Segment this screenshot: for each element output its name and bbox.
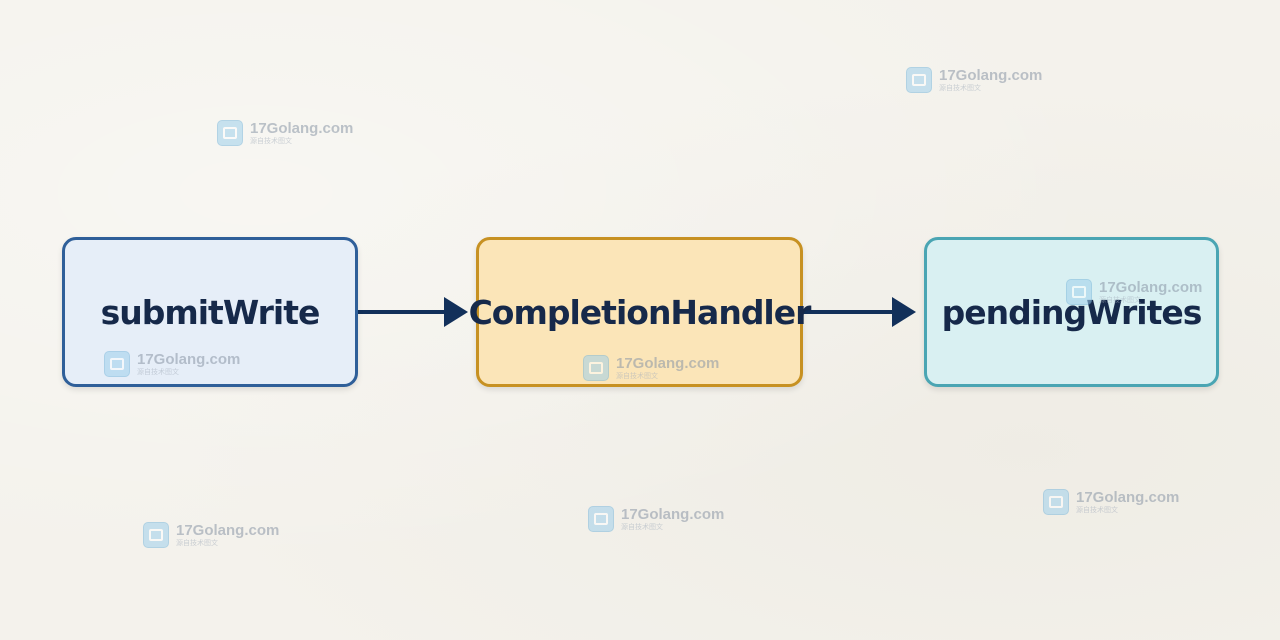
watermark-subtext: 源自技术图文 xyxy=(1099,296,1141,304)
watermark-subtext: 源自技术图文 xyxy=(1076,506,1118,514)
watermark: 17Golang.com 源自技术图文 xyxy=(1066,279,1202,305)
17golang-logo-icon xyxy=(104,351,130,377)
watermark-subtext: 源自技术图文 xyxy=(939,84,981,92)
17golang-logo-icon xyxy=(1043,489,1069,515)
17golang-logo-icon xyxy=(217,120,243,146)
arrowhead-1 xyxy=(444,297,468,327)
watermark-text: 17Golang.com xyxy=(1099,279,1203,296)
17golang-logo-icon xyxy=(588,506,614,532)
watermark-subtext: 源自技术图文 xyxy=(621,523,663,531)
node-submitwrite: submitWrite xyxy=(62,237,358,387)
17golang-logo-icon xyxy=(1066,279,1092,305)
watermark-subtext: 源自技术图文 xyxy=(176,539,218,547)
watermark: 17Golang.com 源自技术图文 xyxy=(588,506,724,532)
node-label: CompletionHandler xyxy=(468,292,812,332)
watermark-text: 17Golang.com xyxy=(176,522,280,539)
watermark-subtext: 源自技术图文 xyxy=(250,137,292,145)
watermark-subtext: 源自技术图文 xyxy=(137,368,179,376)
watermark: 17Golang.com 源自技术图文 xyxy=(583,355,719,381)
node-pendingwrites: pendingWrites xyxy=(924,237,1219,387)
watermark-subtext: 源自技术图文 xyxy=(616,372,658,380)
17golang-logo-icon xyxy=(906,67,932,93)
watermark: 17Golang.com 源自技术图文 xyxy=(143,522,279,548)
watermark: 17Golang.com 源自技术图文 xyxy=(217,120,353,146)
17golang-logo-icon xyxy=(143,522,169,548)
watermark: 17Golang.com 源自技术图文 xyxy=(1043,489,1179,515)
node-completionhandler: CompletionHandler xyxy=(469,237,811,387)
watermark: 17Golang.com 源自技术图文 xyxy=(906,67,1042,93)
watermark-text: 17Golang.com xyxy=(1076,489,1180,506)
watermark-text: 17Golang.com xyxy=(250,120,354,137)
watermark-text: 17Golang.com xyxy=(616,355,720,372)
watermark-text: 17Golang.com xyxy=(137,351,241,368)
17golang-logo-icon xyxy=(583,355,609,381)
arrowhead-2 xyxy=(892,297,916,327)
watermark-text: 17Golang.com xyxy=(939,67,1043,84)
watermark-text: 17Golang.com xyxy=(621,506,725,523)
watermark: 17Golang.com 源自技术图文 xyxy=(104,351,240,377)
node-label: submitWrite xyxy=(100,292,321,332)
